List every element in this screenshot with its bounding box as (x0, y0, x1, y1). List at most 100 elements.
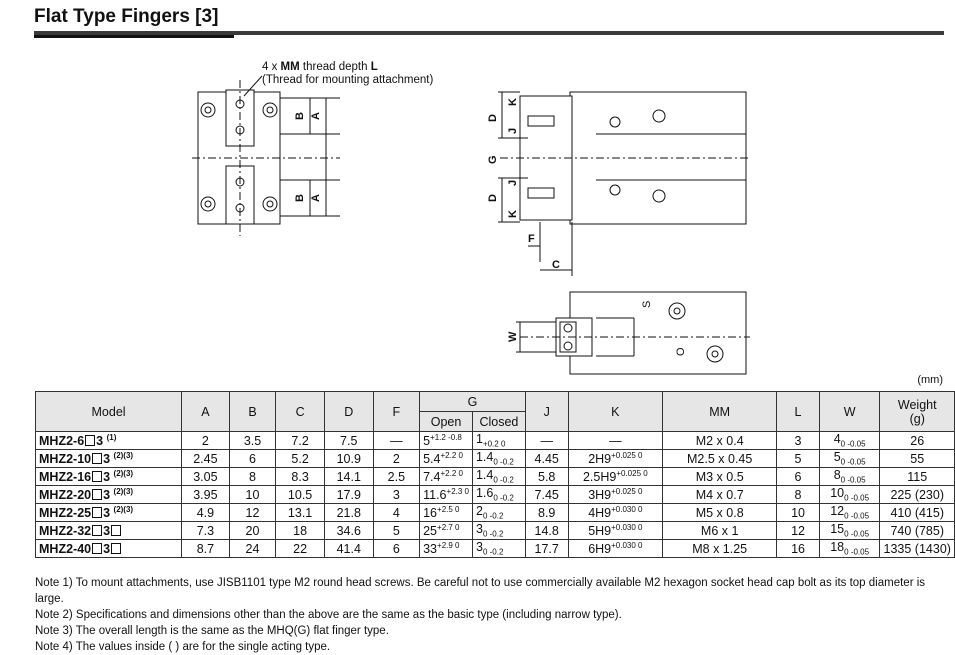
thread-label-note: (Thread for mounting attachment) (262, 74, 433, 86)
table-cell: 33+2.9 0 (419, 539, 473, 558)
table-cell: 12 (776, 521, 820, 540)
cell-model-note: (2)(3) (113, 450, 134, 460)
table-cell: 3H9+0.025 0 (567, 485, 664, 504)
header-f: F (372, 391, 421, 432)
cell-weight: 1335 (1430) (883, 541, 951, 556)
cell-model: MHZ2-6 (39, 434, 85, 449)
cell-k-tol: +0.030 0 (611, 540, 643, 550)
dim-label-b-upper: B (294, 112, 306, 120)
cell-f: 6 (392, 541, 400, 556)
note-4: Note 4) The values inside ( ) are for th… (35, 641, 331, 653)
table-cell: 50 -0.05 (818, 449, 881, 468)
table-cell: 8 (228, 467, 277, 486)
table-cell: 5H9+0.030 0 (567, 521, 664, 540)
table-cell: 1.40 -0.2 (471, 467, 526, 486)
table-cell: 12 (228, 503, 277, 522)
table-cell: 8.9 (524, 503, 569, 522)
table-cell: 410 (415) (879, 503, 955, 522)
model-placeholder-box (92, 524, 103, 536)
cell-mm: M5 x 0.8 (695, 505, 744, 520)
page-title: Flat Type Fingers [3] (34, 6, 219, 27)
cell-model-suffix: 3 (103, 470, 111, 485)
cell-d: 41.4 (336, 541, 361, 556)
cell-g-open: 25 (423, 524, 438, 539)
cell-l: 6 (794, 469, 802, 484)
side-view (498, 91, 750, 276)
dim-label-f: F (528, 233, 535, 245)
table-cell: 740 (785) (879, 521, 955, 540)
dim-label-a-lower: A (310, 194, 322, 202)
cell-model: MHZ2-40 (39, 541, 92, 556)
cell-a: 3.95 (193, 487, 218, 502)
cell-l: 3 (794, 433, 802, 448)
table-cell: M4 x 0.7 (662, 485, 778, 504)
cell-g-closed-tol: 0 -0.2 (493, 475, 514, 485)
cell-w: 5 (833, 450, 841, 465)
cell-f: 2.5 (387, 469, 406, 484)
table-cell: 26 (879, 431, 955, 450)
table-cell: 5.4+2.2 0 (419, 449, 473, 468)
table-cell: 10.5 (275, 485, 325, 504)
table-cell: 150 -0.05 (818, 521, 881, 540)
table-cell: 16 (776, 539, 820, 558)
note-1: Note 1) To mount attachments, use JISB11… (35, 577, 926, 605)
table-cell: 20 -0.2 (471, 503, 526, 522)
cell-g-closed-tol: 0 -0.2 (482, 511, 504, 521)
cell-f: 3 (392, 487, 400, 502)
table-cell: 6H9+0.030 0 (567, 539, 664, 558)
cell-g-open: 11.6 (423, 488, 447, 503)
table-cell: 8 (776, 485, 820, 504)
cell-g-closed: 3 (475, 540, 483, 555)
cell-model: MHZ2-16 (39, 470, 92, 485)
table-cell: 7.5 (323, 431, 374, 450)
table-cell: M6 x 1 (662, 521, 778, 540)
cell-w-tol: 0 -0.05 (844, 493, 870, 503)
cell-b: 10 (245, 487, 260, 502)
cell-weight: 410 (415) (890, 505, 944, 520)
table-cell: 3.5 (228, 431, 277, 450)
cell-f: 2 (392, 451, 400, 466)
cell-j: 8.9 (538, 505, 556, 520)
cell-w: 4 (833, 432, 841, 447)
cell-b: 24 (245, 541, 260, 556)
table-cell: 13.1 (275, 503, 325, 522)
table-cell: 6 (776, 467, 820, 486)
cell-model: MHZ2-20 (39, 488, 92, 503)
cell-j: 7.45 (534, 487, 559, 502)
cell-d: 14.1 (336, 469, 361, 484)
cell-j: 14.8 (534, 523, 559, 538)
header-model: Model (34, 391, 183, 432)
cell-g-open-tol: +2.2 0 (440, 468, 463, 478)
cell-d: 7.5 (340, 433, 358, 448)
cell-l: 12 (791, 523, 805, 538)
title-rule (34, 31, 944, 35)
table-cell: 17.7 (524, 539, 569, 558)
cell-j: 4.45 (534, 451, 559, 466)
cell-g-closed-tol: +0.2 0 (482, 439, 506, 449)
header-g-closed: Closed (471, 411, 526, 432)
cell-w-tol: 0 -0.05 (844, 511, 870, 521)
cell-mm: M4 x 0.7 (695, 487, 744, 502)
cell-k-tol: +0.025 0 (611, 450, 643, 460)
cell-weight: 115 (907, 469, 928, 484)
table-cell: 3 (372, 485, 421, 504)
table-cell: 180 -0.05 (818, 539, 881, 558)
cell-g-closed-tol: 0 -0.2 (493, 493, 514, 503)
model-placeholder-box (111, 542, 122, 554)
header-weight: Weight(g) (879, 391, 955, 432)
cell-w: 10 (830, 486, 845, 501)
cell-a: 8.7 (196, 541, 215, 556)
cell-model-suffix: 3 (96, 434, 104, 449)
table-cell: 34.6 (323, 521, 374, 540)
dim-label-a-upper: A (310, 112, 322, 120)
table-cell: 4.45 (524, 449, 569, 468)
cell-model-suffix: 3 (103, 452, 111, 467)
header-l: L (776, 391, 820, 432)
cell-d: 17.9 (336, 487, 361, 502)
table-cell: 2H9+0.025 0 (567, 449, 664, 468)
